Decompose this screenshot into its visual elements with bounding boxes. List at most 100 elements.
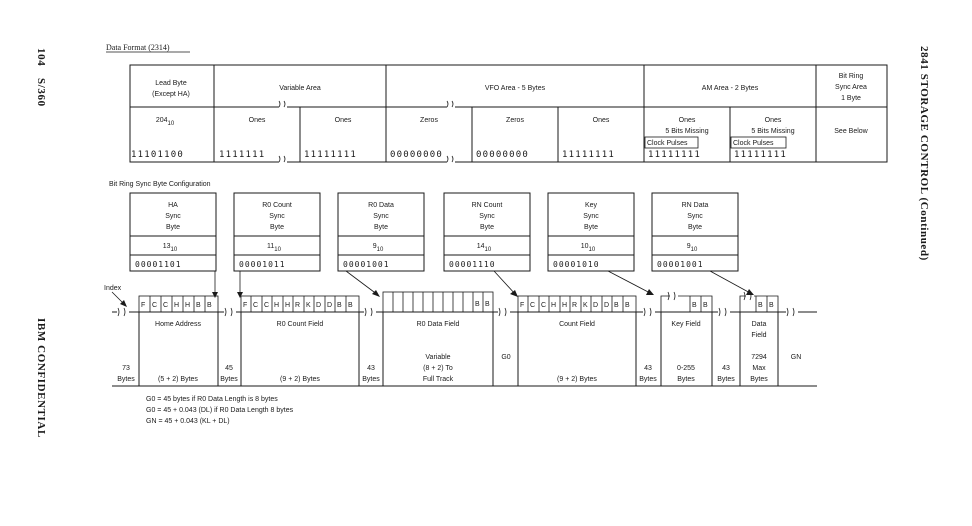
r0-data-size-2: (8 + 2) To xyxy=(423,365,453,372)
gap-43-a: 43 xyxy=(367,365,375,372)
sync-decimal: 910 xyxy=(373,243,384,253)
r0-count-cell: F xyxy=(243,302,247,309)
bits-lead: 11101100 xyxy=(131,150,184,160)
note-gn: GN = 45 + 0.043 (KL + DL) xyxy=(146,418,230,425)
data-cell: B xyxy=(769,302,774,309)
system-label: S/360 xyxy=(35,78,47,107)
sync-bits: 00001010 xyxy=(553,260,600,269)
r0-count-field-label: R0 Count Field xyxy=(277,321,324,328)
header-variable-area: Variable Area xyxy=(279,85,321,92)
sync-bits: 00001011 xyxy=(239,260,286,269)
sync-box-ha xyxy=(129,192,217,272)
data-max: Max xyxy=(752,365,766,372)
gap-43-a-bytes: Bytes xyxy=(362,376,380,383)
sync-label: Sync xyxy=(687,213,703,220)
sync-name: R0 Count xyxy=(262,202,292,209)
sync-bits: 00001110 xyxy=(449,260,496,269)
am2-bits-missing: 5 Bits Missing xyxy=(751,128,794,135)
ones-1: Ones xyxy=(249,117,266,124)
ones-3: Ones xyxy=(593,117,610,124)
am1-ones: Ones xyxy=(679,117,696,124)
count-field-label: Count Field xyxy=(559,321,595,328)
sync-box-r0-data xyxy=(337,192,425,272)
count-cell: H xyxy=(562,302,567,309)
clock-pulses-label-1: Clock Pulses xyxy=(647,140,688,147)
header-bit-ring: Bit Ring xyxy=(839,73,864,80)
ones-2: Ones xyxy=(335,117,352,124)
count-cell: C xyxy=(530,302,535,309)
sync-box-key xyxy=(547,192,635,272)
r0-count-size: (9 + 2) Bytes xyxy=(280,376,320,383)
count-cell: F xyxy=(520,302,524,309)
data-7294: 7294 xyxy=(751,354,767,361)
byte-label: Byte xyxy=(374,224,388,231)
r0-data-size-3: Full Track xyxy=(423,376,454,383)
key-cell: B xyxy=(703,302,708,309)
count-size: (9 + 2) Bytes xyxy=(557,376,597,383)
r0-count-cell: K xyxy=(306,302,311,309)
sync-arrows xyxy=(212,270,754,298)
byte-label: Byte xyxy=(688,224,702,231)
bits-vfo-2: 00000000 xyxy=(476,150,529,160)
gap-73: 73 xyxy=(122,365,130,372)
home-address-label: Home Address xyxy=(155,321,201,328)
sync-config-title: Bit Ring Sync Byte Configuration xyxy=(109,181,211,188)
key-cell: B xyxy=(692,302,697,309)
r0-data-field-label: R0 Data Field xyxy=(417,321,460,328)
gap-43-b: 43 xyxy=(644,365,652,372)
gap-45: 45 xyxy=(225,365,233,372)
sync-box-rn-data xyxy=(651,192,739,272)
sync-label: Sync xyxy=(373,213,389,220)
header-sync-area: Sync Area xyxy=(835,84,867,91)
clock-pulses-box-2 xyxy=(730,136,787,149)
header-vfo-area: VFO Area - 5 Bytes xyxy=(485,85,546,92)
byte-label: Byte xyxy=(270,224,284,231)
count-cell: D xyxy=(593,302,598,309)
key-field-label: Key Field xyxy=(671,321,700,328)
bits-am-2: 11111111 xyxy=(734,150,787,160)
sync-label: Sync xyxy=(269,213,285,220)
r0-count-cell: B xyxy=(348,302,353,309)
sync-box-rn-count xyxy=(443,192,531,272)
sync-box-r0-count xyxy=(233,192,321,272)
sync-bits: 00001001 xyxy=(343,260,390,269)
left-margin-header: 104 S/360 IBM CONFIDENTIAL xyxy=(35,48,47,438)
ha-cell: C xyxy=(163,302,168,309)
key-size-bytes: Bytes xyxy=(677,376,695,383)
sync-name: RN Data xyxy=(682,202,709,209)
r0-count-cell: H xyxy=(285,302,290,309)
r0-count-cell: B xyxy=(337,302,342,309)
bits-vfo-3: 11111111 xyxy=(562,150,615,160)
track-diagram xyxy=(111,291,817,387)
r0-count-cell: C xyxy=(264,302,269,309)
data-format-title: Data Format (2314) xyxy=(106,43,170,52)
data-cell: B xyxy=(758,302,763,309)
sync-decimal: 1410 xyxy=(477,243,492,253)
clock-pulses-box-1 xyxy=(644,136,699,149)
sync-decimal: 910 xyxy=(687,243,698,253)
ha-cell: H xyxy=(174,302,179,309)
gap-g0: G0 xyxy=(501,354,510,361)
header-except-ha: (Except HA) xyxy=(152,91,190,98)
note-g0-b: G0 = 45 + 0.043 (DL) if R0 Data Length 8… xyxy=(146,407,294,414)
note-g0-a: G0 = 45 bytes if R0 Data Length is 8 byt… xyxy=(146,396,278,403)
header-am-area: AM Area - 2 Bytes xyxy=(702,85,759,92)
am1-bits-missing: 5 Bits Missing xyxy=(665,128,708,135)
home-size: (5 + 2) Bytes xyxy=(158,376,198,383)
count-cell: D xyxy=(604,302,609,309)
sync-label: Sync xyxy=(583,213,599,220)
bits-am-1: 11111111 xyxy=(648,150,701,160)
ha-cell: B xyxy=(207,302,212,309)
gap-45-bytes: Bytes xyxy=(220,376,238,383)
sync-decimal: 1310 xyxy=(163,243,178,253)
index-label: Index xyxy=(104,285,122,292)
byte-label: Byte xyxy=(480,224,494,231)
sync-decimal: 1110 xyxy=(267,243,282,253)
bits-var-2: 11111111 xyxy=(304,150,357,160)
header-lead-byte: Lead Byte xyxy=(155,80,187,87)
gap-43-b-bytes: Bytes xyxy=(639,376,657,383)
count-cell: C xyxy=(541,302,546,309)
ha-cell: B xyxy=(196,302,201,309)
sync-name: R0 Data xyxy=(368,202,394,209)
